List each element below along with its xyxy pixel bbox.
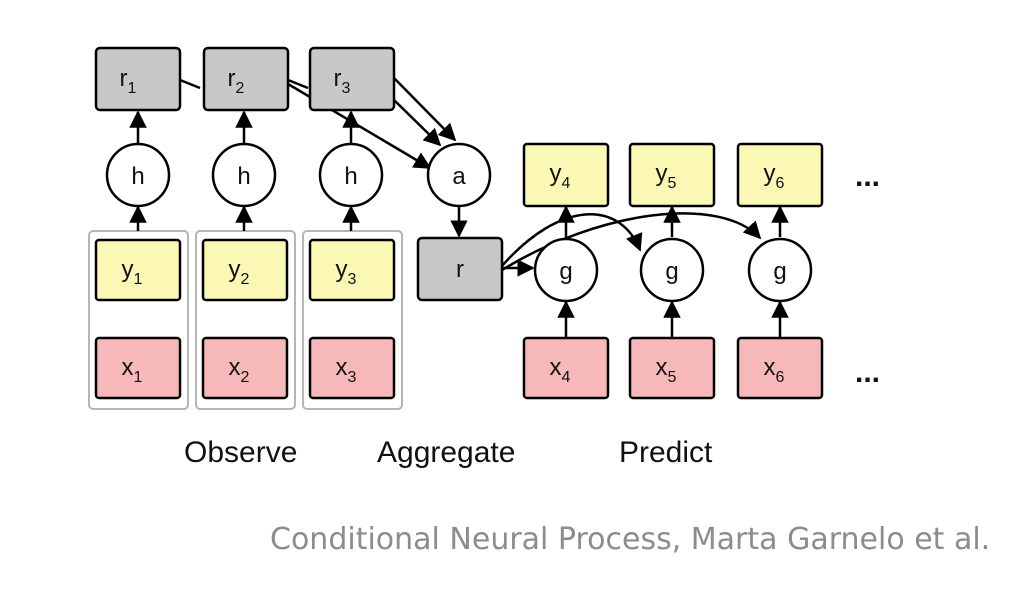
observe-group-2: [195, 230, 296, 410]
svg-text:y6: y6: [764, 160, 785, 192]
y4-node: y4: [522, 142, 610, 208]
svg-text:a: a: [452, 163, 466, 190]
svg-text:g: g: [559, 258, 572, 285]
r-node: r: [416, 236, 504, 302]
h3-node: h: [318, 142, 384, 208]
y1-node: y1: [94, 238, 182, 302]
source-caption: Conditional Neural Process, Marta Garnel…: [270, 522, 991, 557]
svg-text:r2: r2: [228, 65, 245, 97]
svg-text:h: h: [131, 163, 144, 190]
predict-label: Predict: [619, 436, 713, 469]
svg-text:r3: r3: [334, 65, 351, 97]
svg-text:y5: y5: [656, 160, 677, 192]
svg-text:x6: x6: [764, 354, 785, 386]
x2-node: x2: [201, 336, 289, 400]
svg-text:x5: x5: [656, 354, 677, 386]
x1-node: x1: [94, 336, 182, 400]
svg-text:g: g: [665, 258, 678, 285]
svg-text:x2: x2: [229, 354, 250, 386]
y6-node: y6: [736, 142, 824, 208]
h2-node: h: [211, 142, 277, 208]
aggregate-label: Aggregate: [377, 436, 515, 469]
x5-node: x5: [628, 336, 716, 400]
svg-text:h: h: [344, 163, 357, 190]
observe-label: Observe: [184, 436, 297, 469]
a-node: a: [426, 142, 492, 208]
observe-arrows: [129, 110, 360, 231]
svg-text:x1: x1: [122, 354, 143, 386]
predict-arrows: [501, 205, 789, 338]
ellipsis-bottom: ...: [855, 356, 880, 389]
g5-node: g: [639, 237, 705, 303]
g4-node: g: [533, 237, 599, 303]
svg-text:x3: x3: [336, 354, 357, 386]
observe-group-3: [302, 230, 403, 410]
ellipsis-top: ...: [855, 160, 880, 193]
svg-text:y3: y3: [336, 256, 357, 288]
g6-node: g: [747, 237, 813, 303]
svg-text:g: g: [773, 258, 786, 285]
r2-node: r2: [202, 46, 290, 112]
svg-text:y4: y4: [550, 160, 571, 192]
svg-text:r1: r1: [120, 65, 137, 97]
svg-text:x4: x4: [550, 354, 571, 386]
y5-node: y5: [628, 142, 716, 208]
svg-text:h: h: [237, 163, 250, 190]
x3-node: x3: [308, 336, 396, 400]
svg-text:r: r: [456, 256, 464, 283]
r1-node: r1: [94, 46, 182, 112]
y2-node: y2: [201, 238, 289, 302]
y3-node: y3: [308, 238, 396, 302]
svg-text:y2: y2: [229, 256, 250, 288]
x6-node: x6: [736, 336, 824, 400]
svg-text:y1: y1: [122, 256, 143, 288]
h1-node: h: [105, 142, 171, 208]
r3-node: r3: [308, 46, 396, 112]
x4-node: x4: [522, 336, 610, 400]
